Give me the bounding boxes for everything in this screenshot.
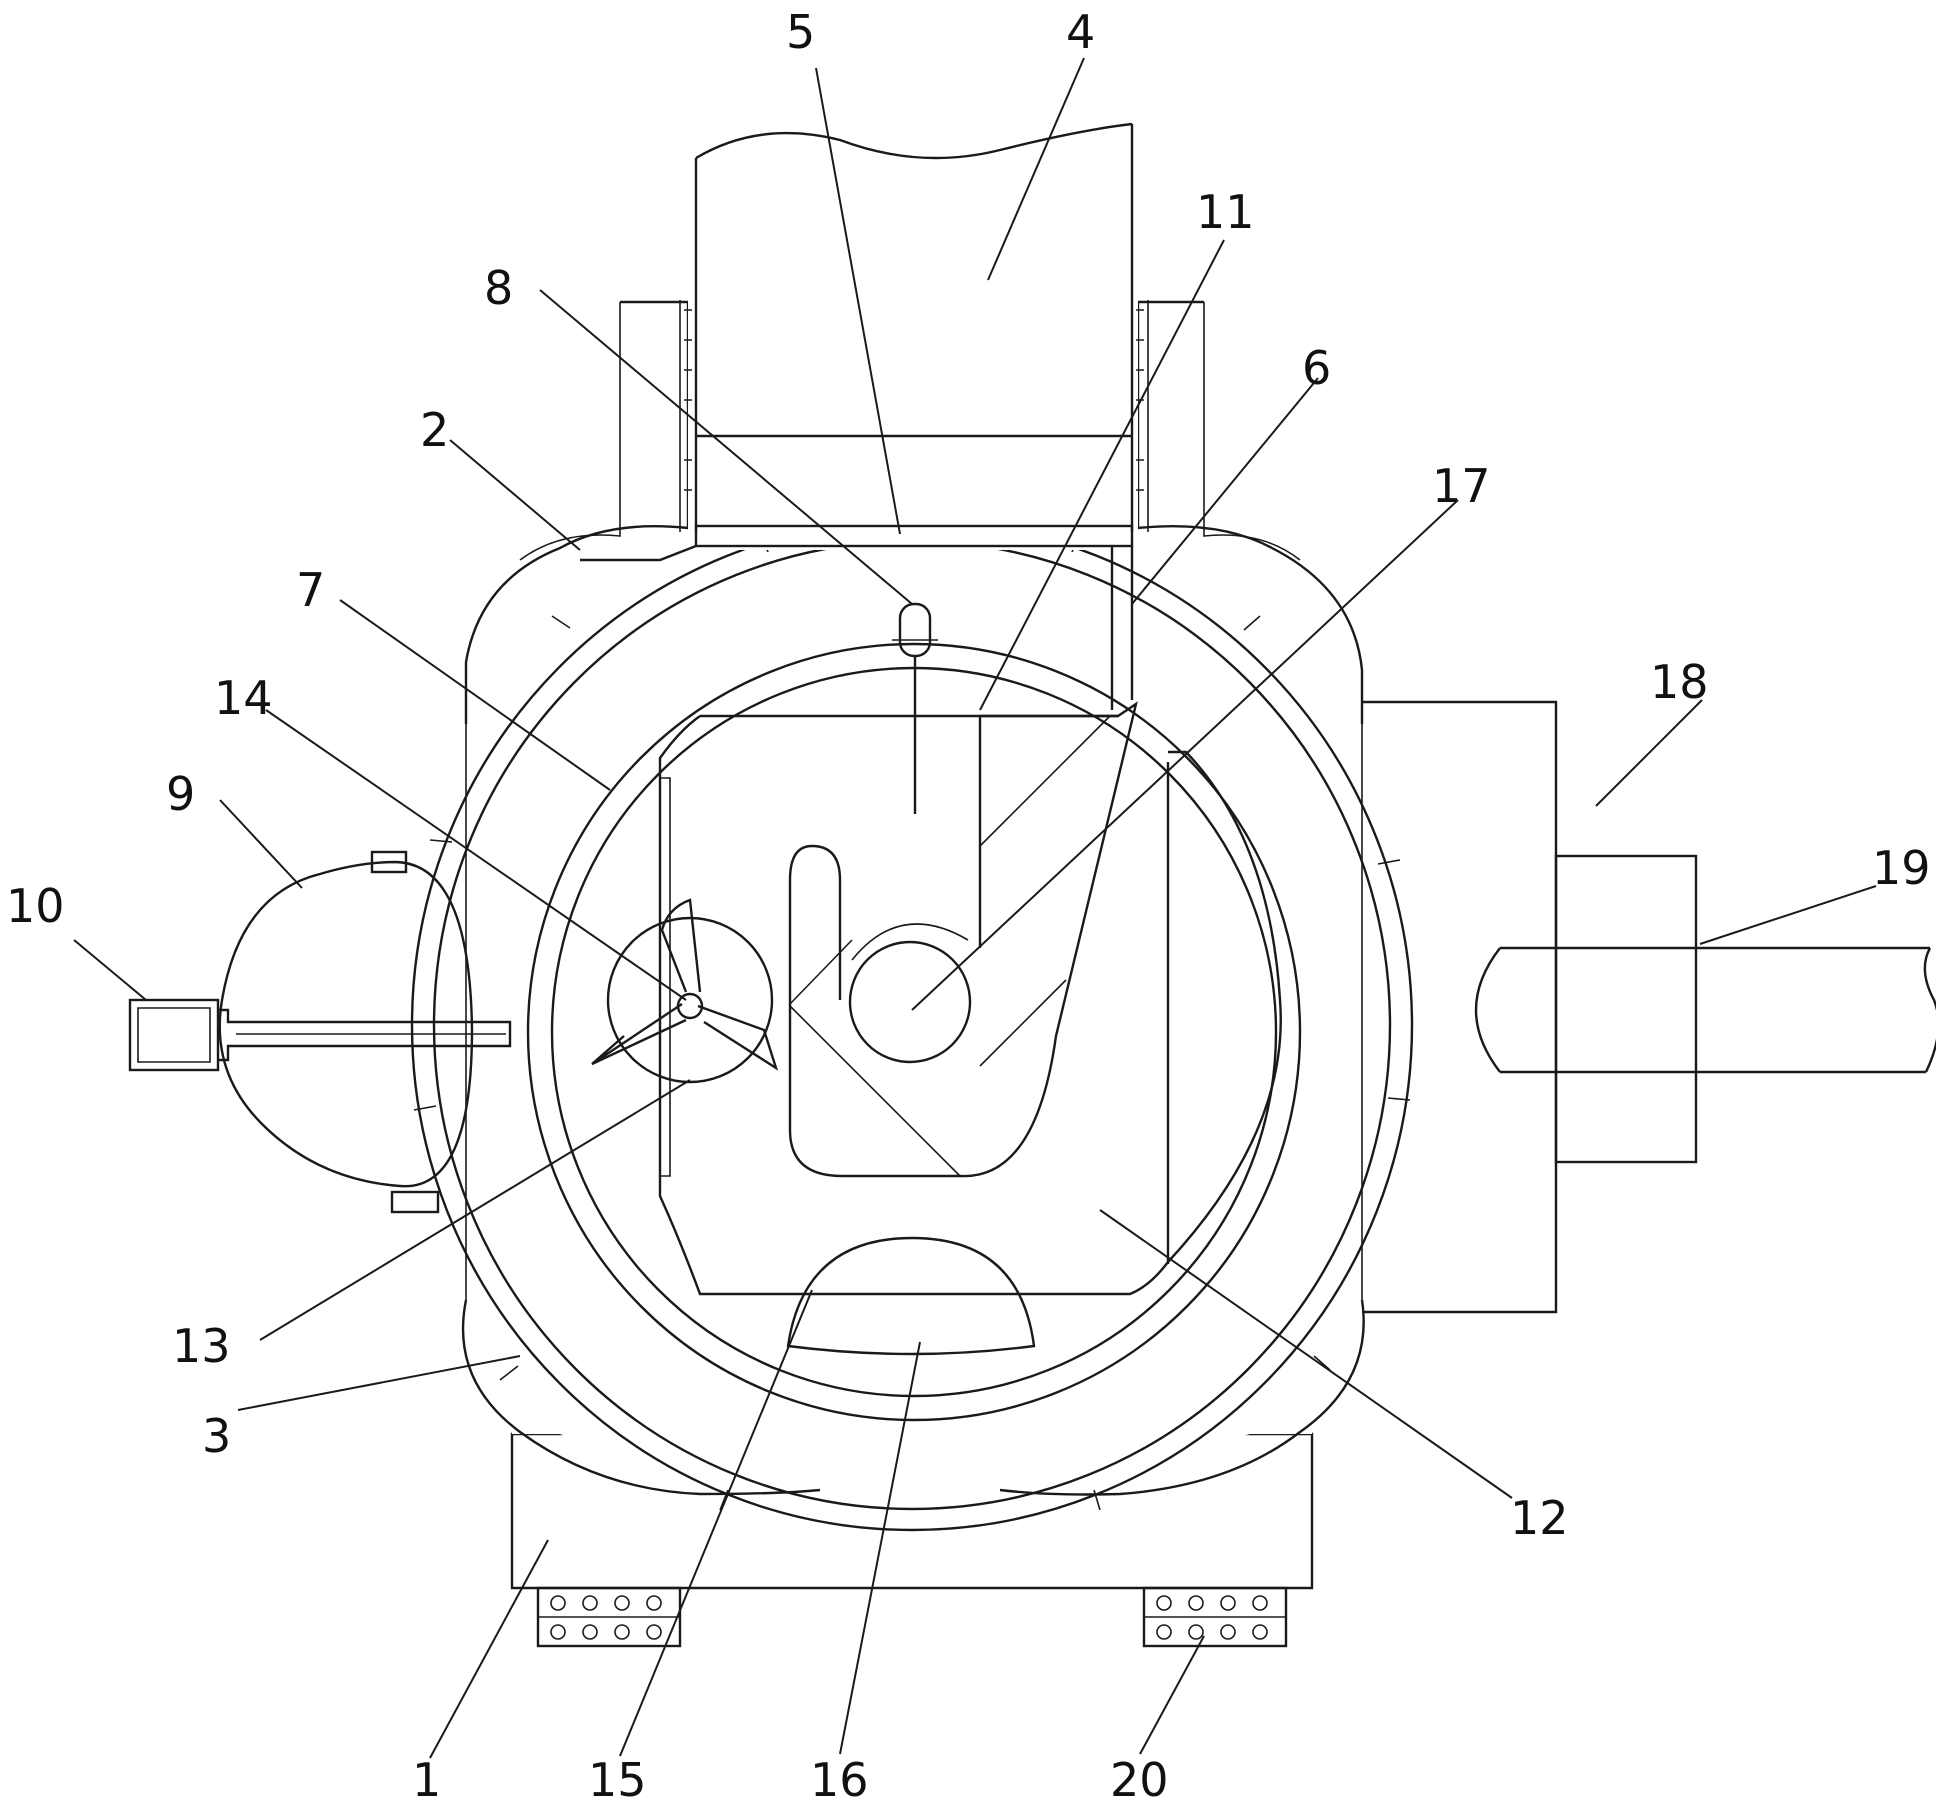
label-9: 9 [166,767,195,821]
guide-chute [788,701,1138,1178]
inlet-pipe [128,998,512,1072]
impeller [591,898,779,1084]
separator-chamber [1166,750,1282,1264]
outer-casing [461,300,1365,1496]
label-15: 15 [588,1753,647,1798]
motor-housing [1362,700,1698,1314]
collection-dome [786,1236,1036,1356]
label-16: 16 [810,1753,869,1798]
label-13: 13 [172,1319,231,1373]
nozzle-cap [218,850,474,1214]
base-block [510,1420,1314,1590]
leader-lines [73,57,1877,1759]
label-5: 5 [786,5,815,59]
label-6: 6 [1302,341,1331,395]
feed-plate [580,544,1134,710]
foot-pad-right [1142,1586,1288,1648]
label-1: 1 [412,1753,441,1798]
spray-probe [892,602,938,814]
label-14: 14 [214,671,273,725]
part-labels: 5 4 11 8 6 17 2 7 14 9 10 18 19 13 3 12 … [6,5,1931,1798]
label-3: 3 [202,1409,231,1463]
label-17: 17 [1432,459,1491,513]
label-10: 10 [6,879,65,933]
label-18: 18 [1650,655,1709,709]
label-11: 11 [1196,185,1255,239]
label-7: 7 [296,563,325,617]
label-20: 20 [1110,1753,1169,1798]
label-8: 8 [484,261,513,315]
label-4: 4 [1066,5,1095,59]
foot-pad-left [536,1586,682,1648]
label-12: 12 [1510,1491,1569,1545]
label-19: 19 [1872,841,1931,895]
output-shaft [1474,946,1936,1074]
roller [848,923,972,1064]
inlet-chute [679,122,1149,550]
filter-plate [694,524,1134,548]
label-2: 2 [420,403,449,457]
